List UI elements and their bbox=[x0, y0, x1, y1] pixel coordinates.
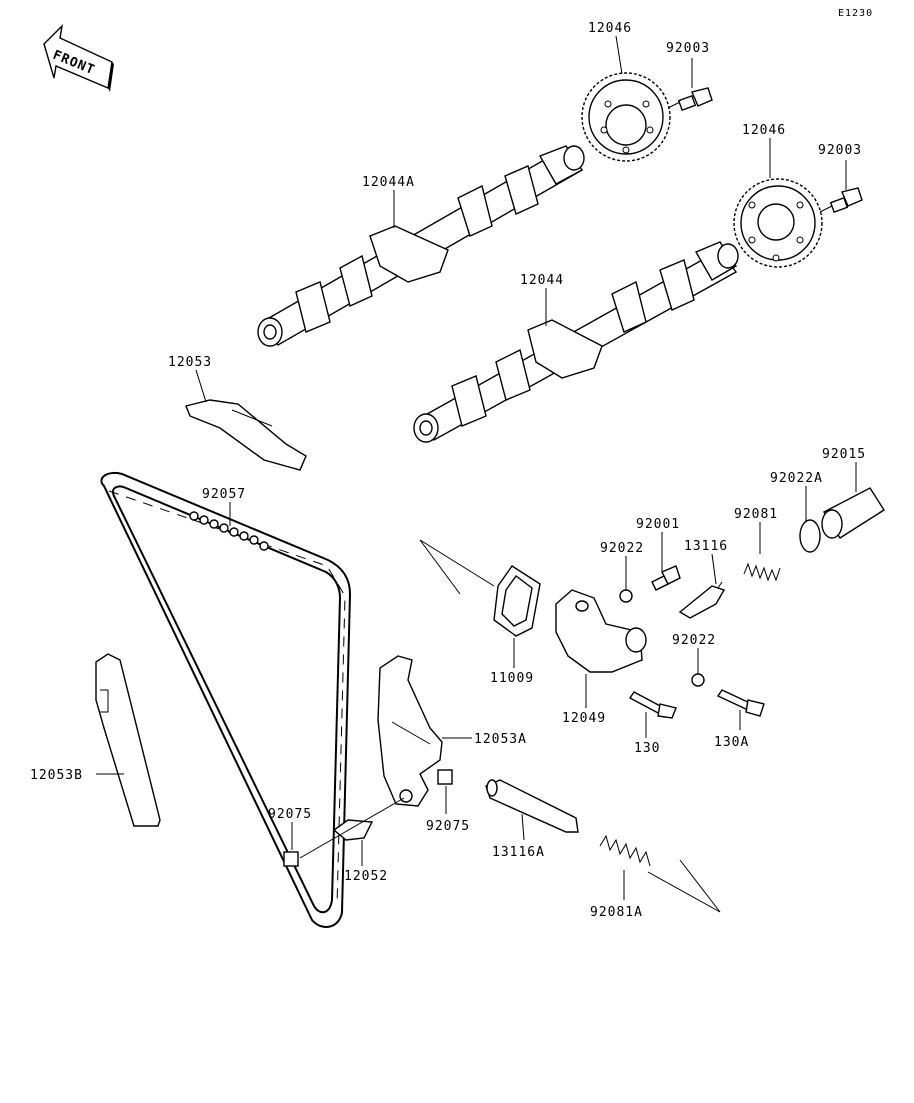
chain-guide-12053a bbox=[377, 655, 443, 807]
bolt-92003-upper bbox=[677, 87, 713, 111]
block-92075-left bbox=[283, 851, 299, 867]
label-12046-lower: 12046 bbox=[742, 123, 786, 138]
label-12049: 12049 bbox=[562, 711, 606, 726]
chain-links-icon bbox=[189, 511, 269, 551]
label-12046-upper: 12046 bbox=[588, 21, 632, 36]
camshaft-12044 bbox=[413, 241, 739, 443]
washer-92022a bbox=[799, 519, 821, 553]
label-92003-lower: 92003 bbox=[818, 143, 862, 158]
label-13116: 13116 bbox=[684, 539, 728, 554]
label-92003-upper: 92003 bbox=[666, 41, 710, 56]
spring-92081 bbox=[743, 562, 781, 582]
washer-92022-upper bbox=[619, 589, 633, 603]
bolt-92001 bbox=[651, 565, 681, 591]
label-92057: 92057 bbox=[202, 487, 246, 502]
chain-guide-12053b bbox=[95, 653, 161, 827]
label-130a: 130A bbox=[714, 735, 749, 750]
label-92001: 92001 bbox=[636, 517, 680, 532]
pushrod-13116a bbox=[485, 779, 579, 833]
label-12053b: 12053B bbox=[30, 768, 83, 783]
label-92081: 92081 bbox=[734, 507, 778, 522]
label-92022a: 92022A bbox=[770, 471, 823, 486]
bolt-130 bbox=[628, 691, 677, 719]
label-11009: 11009 bbox=[490, 671, 534, 686]
slider-12052 bbox=[332, 819, 374, 841]
label-12044a: 12044A bbox=[362, 175, 415, 190]
diagram-code: E1230 bbox=[838, 8, 873, 19]
label-130: 130 bbox=[634, 741, 660, 756]
camshaft-12044a bbox=[257, 145, 585, 347]
cap-bolt-92015 bbox=[821, 487, 885, 539]
gasket-11009 bbox=[493, 565, 541, 637]
chain-guide-12053 bbox=[185, 399, 307, 471]
label-92022-upper: 92022 bbox=[600, 541, 644, 556]
label-92081a: 92081A bbox=[590, 905, 643, 920]
label-12044: 12044 bbox=[520, 273, 564, 288]
label-92075-left: 92075 bbox=[268, 807, 312, 822]
part-labels: 12046 92003 12046 92003 12044A 12044 120… bbox=[30, 21, 866, 920]
label-92022-lower: 92022 bbox=[672, 633, 716, 648]
label-13116a: 13116A bbox=[492, 845, 545, 860]
leader-lines bbox=[96, 35, 857, 913]
tensioner-body-12049 bbox=[555, 589, 647, 673]
label-12053: 12053 bbox=[168, 355, 212, 370]
block-92075-right bbox=[437, 769, 453, 785]
cam-sprocket-lower bbox=[733, 178, 823, 268]
washer-92022-lower bbox=[691, 673, 705, 687]
label-92015: 92015 bbox=[822, 447, 866, 462]
label-12052: 12052 bbox=[344, 869, 388, 884]
label-12053a: 12053A bbox=[474, 732, 527, 747]
bolt-130a bbox=[716, 689, 765, 717]
cam-sprocket-upper bbox=[581, 72, 671, 162]
label-92075-right: 92075 bbox=[426, 819, 470, 834]
bolt-92003-lower bbox=[829, 187, 863, 213]
spring-92081a bbox=[599, 834, 651, 867]
front-arrow-icon: FRONT bbox=[43, 23, 114, 92]
cam-chain-92057 bbox=[100, 472, 352, 928]
plunger-13116 bbox=[678, 581, 726, 619]
